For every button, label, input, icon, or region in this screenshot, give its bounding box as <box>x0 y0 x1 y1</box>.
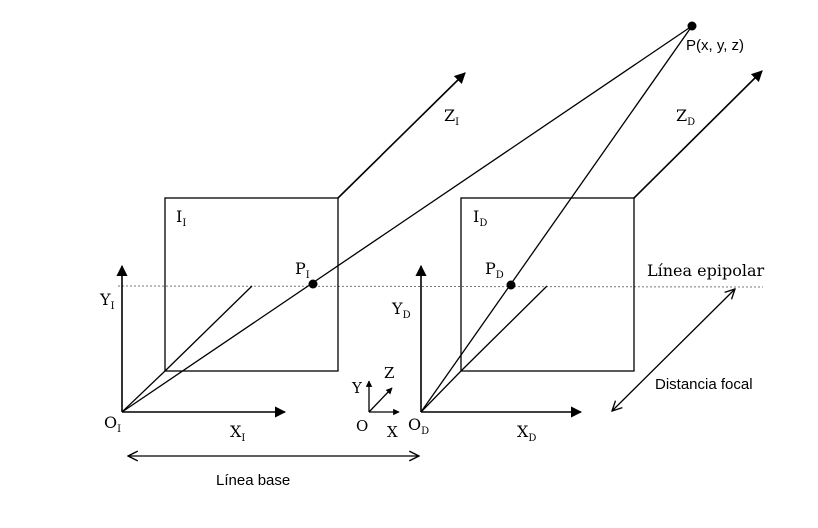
world-o-label: O <box>356 417 368 435</box>
ray-left <box>121 25 693 413</box>
z-left-label: ZI <box>444 106 459 128</box>
world-z-label: Z <box>384 364 394 382</box>
p-left-label: PI <box>295 259 310 281</box>
baseline-label: Línea base <box>216 472 290 489</box>
focal-distance-label: Distancia focal <box>655 376 753 393</box>
world-y-label: Y <box>351 379 363 397</box>
origin-right-label: OD <box>408 415 429 437</box>
right-origin-link <box>420 370 462 413</box>
left-inner-line <box>164 285 253 372</box>
point-p-right <box>506 280 516 290</box>
epipolar-line <box>117 285 764 288</box>
y-right-label: YD <box>391 299 411 321</box>
p-right-label: PD <box>485 259 504 281</box>
image-right-label: ID <box>473 207 487 229</box>
x-right-label: XD <box>517 422 536 444</box>
left-origin-link <box>121 370 166 413</box>
point-p-label: P(x, y, z) <box>686 37 744 54</box>
right-image-plane <box>460 197 635 372</box>
ray-right <box>420 25 693 413</box>
z-right-label: ZD <box>676 106 695 128</box>
focal-distance-arrow <box>612 289 735 411</box>
origin-left-label: OI <box>104 413 121 435</box>
world-x-label: X <box>387 423 398 441</box>
y-left-label: YI <box>99 290 115 312</box>
left-image-plane <box>164 197 339 372</box>
epipolar-line-label: Línea epipolar <box>647 261 765 280</box>
right-inner-line <box>460 285 548 372</box>
point-p <box>687 21 697 31</box>
x-left-label: XI <box>230 422 245 444</box>
point-p-left <box>308 279 318 289</box>
world-z-axis <box>368 387 393 413</box>
z-axis-right <box>633 70 763 199</box>
image-left-label: II <box>176 207 186 229</box>
z-axis-left <box>337 72 466 199</box>
